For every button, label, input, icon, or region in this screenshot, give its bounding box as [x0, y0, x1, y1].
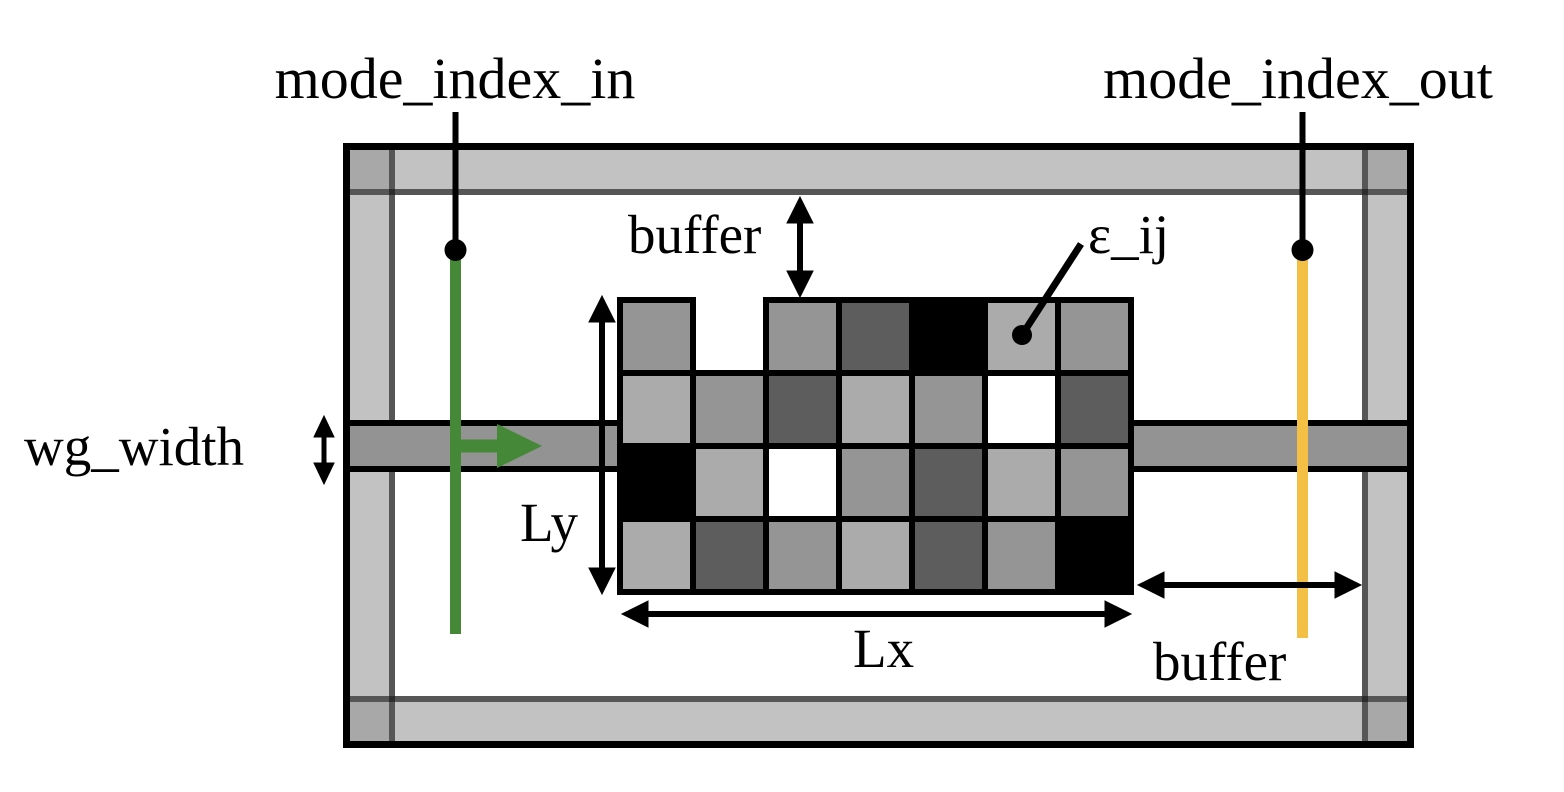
design-cell-2-6	[1061, 449, 1128, 516]
design-cell-1-1	[696, 376, 763, 443]
design-cell-0-2	[769, 303, 836, 370]
design-cell-1-2	[769, 376, 836, 443]
design-cell-2-5	[988, 449, 1055, 516]
design-cell-3-5	[988, 522, 1055, 589]
pml-corner-bottom-left	[350, 702, 389, 741]
mode-index-in-label: mode_index_in	[274, 46, 636, 111]
design-region	[623, 303, 1128, 589]
pml-corner-bottom-right	[1368, 702, 1407, 741]
pml-inner-edge-bottom	[350, 696, 1407, 702]
design-cell-2-4	[915, 449, 982, 516]
design-cell-1-0	[623, 376, 690, 443]
pml-edge-cross-top-left	[389, 189, 395, 195]
pml-corner-top-left	[350, 150, 389, 189]
design-cell-0-1	[696, 303, 763, 370]
epsilon-ij-label: ε_ij	[1088, 204, 1170, 265]
design-cell-3-0	[623, 522, 690, 589]
design-cell-2-3	[842, 449, 909, 516]
design-cell-1-4	[915, 376, 982, 443]
design-cell-2-1	[696, 449, 763, 516]
design-cell-3-2	[769, 522, 836, 589]
wg-width-label: wg_width	[24, 416, 244, 477]
pml-bar-top	[350, 150, 1407, 189]
buffer-top-label: buffer	[628, 204, 762, 265]
design-cell-1-5	[988, 376, 1055, 443]
mode-monitor-out-line	[1297, 250, 1308, 638]
buffer-right-label: buffer	[1153, 631, 1287, 692]
pml-inner-edge-top	[350, 189, 1407, 195]
pml-bar-bottom	[350, 702, 1407, 741]
design-cell-0-3	[842, 303, 909, 370]
pml-edge-cross-bottom-right	[1362, 696, 1368, 702]
design-cell-3-4	[915, 522, 982, 589]
design-cell-0-5	[988, 303, 1055, 370]
design-cell-3-1	[696, 522, 763, 589]
design-cell-2-2	[769, 449, 836, 516]
pml-corner-top-right	[1368, 150, 1407, 189]
mode-index-out-label: mode_index_out	[1103, 46, 1493, 111]
design-cell-1-6	[1061, 376, 1128, 443]
lx-label: Lx	[853, 618, 915, 679]
design-cell-2-0	[623, 449, 690, 516]
pml-edge-cross-top-right	[1362, 189, 1368, 195]
pml-edge-cross-bottom-left	[389, 696, 395, 702]
ly-label: Ly	[520, 492, 579, 553]
design-cell-0-0	[623, 303, 690, 370]
design-cell-0-6	[1061, 303, 1128, 370]
design-cell-0-4	[915, 303, 982, 370]
design-cell-3-6	[1061, 522, 1128, 589]
design-cell-3-3	[842, 522, 909, 589]
mode-monitor-in-line	[450, 250, 461, 634]
design-cell-1-3	[842, 376, 909, 443]
wg-width-arrow	[313, 414, 335, 486]
